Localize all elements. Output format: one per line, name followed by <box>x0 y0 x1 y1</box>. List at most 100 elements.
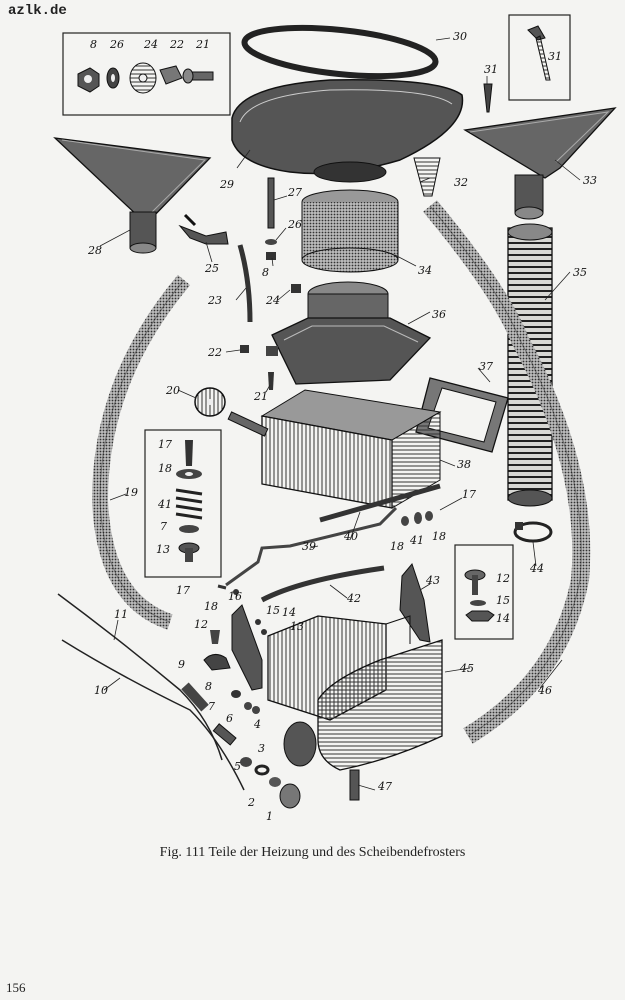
label-43: 43 <box>425 574 440 587</box>
washers-row <box>401 511 433 526</box>
inset-label-8: 8 <box>90 38 97 51</box>
knob-and-fittings <box>212 690 301 809</box>
ring-seal <box>241 24 439 80</box>
label-18-left: 18 <box>204 600 218 613</box>
label-11: 11 <box>114 608 128 621</box>
leader-lines <box>99 37 581 791</box>
inset-label-22: 22 <box>169 38 184 51</box>
hose-19 <box>91 274 191 630</box>
label-14: 14 <box>282 606 296 619</box>
label-30: 30 <box>453 30 467 43</box>
heat-exchanger-radiator <box>227 389 442 509</box>
label-39: 39 <box>302 540 316 553</box>
inset-box-right <box>454 544 514 640</box>
inset-label-21: 21 <box>195 38 210 51</box>
defroster-nozzle-right <box>463 107 617 220</box>
label-3: 3 <box>258 742 265 755</box>
label-47: 47 <box>377 780 392 793</box>
inset-box-top-right <box>508 14 571 101</box>
label-24: 24 <box>265 294 280 307</box>
label-28: 28 <box>87 244 102 257</box>
label-8-lower: 8 <box>205 680 212 693</box>
inset-left-18: 18 <box>158 462 172 475</box>
label-5: 5 <box>234 760 241 773</box>
label-26: 26 <box>287 218 302 231</box>
rod-assembly <box>265 177 277 260</box>
fan-wheel <box>194 387 226 417</box>
label-34: 34 <box>418 264 432 277</box>
label-16: 18 <box>390 540 404 553</box>
label-8-rod: 8 <box>262 266 269 279</box>
defroster-nozzle-left <box>53 137 212 254</box>
hose-46 <box>423 200 591 744</box>
flap-16 <box>231 604 263 691</box>
label-31-inset: 31 <box>548 50 562 63</box>
label-4: 4 <box>253 718 261 731</box>
label-16-flap: 16 <box>228 590 242 603</box>
label-17-top: 17 <box>462 488 476 501</box>
inset-label-26: 26 <box>109 38 124 51</box>
label-1: 1 <box>266 810 273 823</box>
water-tap <box>178 213 229 245</box>
drain-tube <box>349 769 360 801</box>
label-44: 44 <box>529 562 544 575</box>
label-7: 7 <box>208 700 215 713</box>
inset-hardware-top <box>77 62 214 94</box>
filter-ring <box>301 189 399 273</box>
label-35: 35 <box>573 266 587 279</box>
inset-left-hardware <box>175 440 203 562</box>
link-rod-39 <box>225 506 398 587</box>
fan-housing <box>266 281 432 385</box>
label-17-left: 17 <box>176 584 190 597</box>
figure-caption: Fig. 111 Teile der Heizung und des Schei… <box>159 845 466 860</box>
rod-40 <box>319 483 441 523</box>
inset-box-top-left <box>62 32 231 116</box>
inset-left-41: 41 <box>157 498 172 511</box>
label-10: 10 <box>94 684 108 697</box>
inset-labels: 8 26 24 22 21 17 18 41 7 13 12 15 14 <box>90 38 510 625</box>
cable-sleeve <box>181 682 209 712</box>
corrugated-hose <box>507 223 553 507</box>
inset-right-14: 14 <box>496 612 510 625</box>
label-20: 20 <box>165 384 180 397</box>
inset-right-15: 15 <box>496 594 510 607</box>
label-41: 41 <box>409 534 424 547</box>
label-2: 2 <box>247 796 255 809</box>
label-19: 19 <box>124 486 138 499</box>
lower-housing <box>267 615 443 771</box>
label-22: 22 <box>207 346 222 359</box>
label-32: 32 <box>454 176 468 189</box>
inset-left-13: 13 <box>156 543 170 556</box>
screw-31-inset <box>527 25 551 81</box>
label-29: 29 <box>219 178 234 191</box>
screw-31 <box>483 83 493 113</box>
lower-left-small-parts <box>203 584 267 671</box>
label-18-right: 18 <box>432 530 446 543</box>
label-37: 37 <box>479 360 493 373</box>
page-number: 156 <box>6 980 26 995</box>
inset-left-17: 17 <box>158 438 172 451</box>
inset-right-hardware <box>464 569 495 622</box>
label-6: 6 <box>226 712 233 725</box>
label-40: 40 <box>343 530 358 543</box>
small-hose <box>237 244 253 323</box>
hose-clamp <box>513 521 553 543</box>
nut-22 <box>240 345 249 353</box>
label-27: 27 <box>287 186 302 199</box>
label-15: 15 <box>266 604 280 617</box>
inset-right-12: 12 <box>496 572 510 585</box>
inset-left-7: 7 <box>160 520 167 533</box>
label-38: 38 <box>457 458 471 471</box>
label-13: 13 <box>290 620 304 633</box>
rod-42 <box>260 565 385 603</box>
label-45: 45 <box>459 662 474 675</box>
label-36: 36 <box>432 308 446 321</box>
grommet <box>413 157 441 197</box>
label-33: 33 <box>583 174 597 187</box>
cable-11 <box>57 593 223 761</box>
label-31: 31 <box>484 63 498 76</box>
cable-10 <box>61 639 245 791</box>
label-21: 21 <box>253 390 268 403</box>
label-9: 9 <box>178 658 185 671</box>
